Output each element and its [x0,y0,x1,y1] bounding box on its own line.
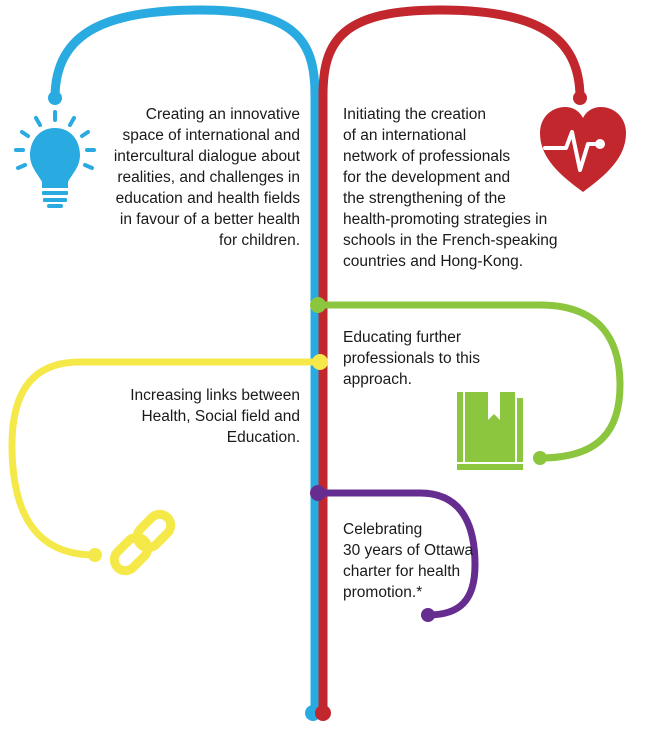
green-branch-line [314,301,624,462]
yellow-node-dot [312,354,328,370]
blue-branch-line [50,5,320,718]
purple-end-dot [421,608,435,622]
yellow-end-dot [88,548,102,562]
green-node-dot [310,297,326,313]
chain-link-icon [109,509,176,576]
red-trunk-dot [315,705,331,721]
purple-branch-line [314,489,479,619]
lightbulb-icon [14,110,96,208]
innovative-space-text: Creating an innovative space of internat… [113,106,300,249]
blue-branch-dot [48,91,62,105]
international-network-text: Initiating the creation of an internatio… [343,106,558,270]
ottawa-charter-text: Celebrating 30 years of Ottawa charter f… [343,521,474,601]
heart-pulse-icon [540,107,626,192]
green-end-dot [533,451,547,465]
purple-node-dot [310,485,326,501]
increasing-links-text: Increasing links between Health, Social … [130,387,300,446]
red-branch-line [318,5,585,718]
yellow-branch-line [8,358,324,559]
book-icon [457,392,523,470]
red-branch-dot [573,91,587,105]
educating-professionals-text: Educating further professionals to this … [343,329,480,388]
